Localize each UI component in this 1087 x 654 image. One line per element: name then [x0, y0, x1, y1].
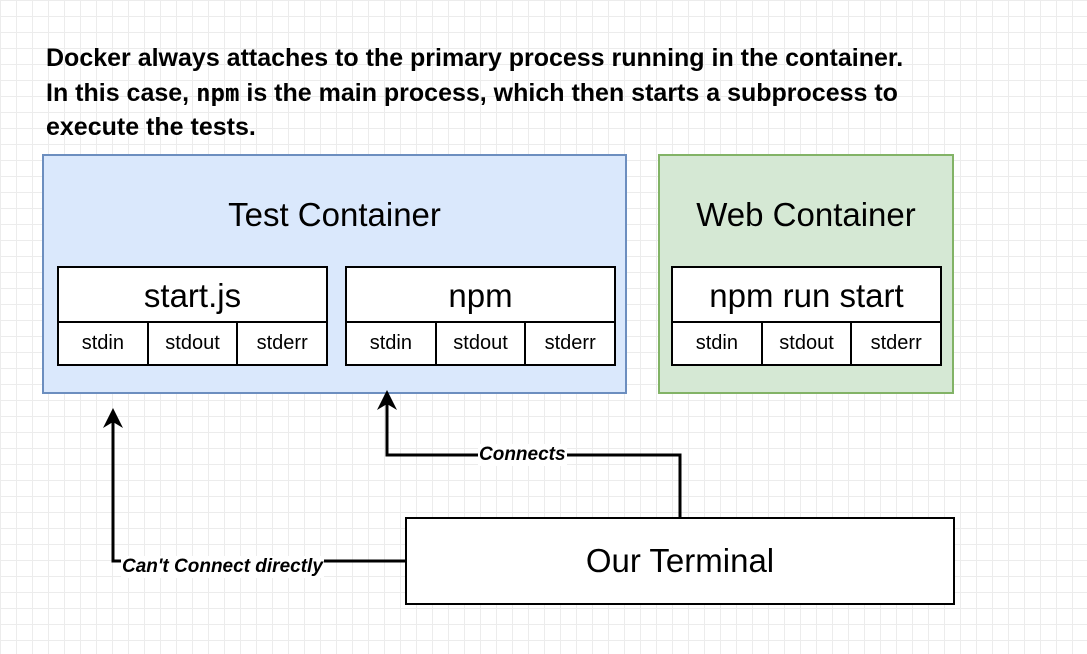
test-container-title: Test Container	[228, 196, 441, 233]
process-start-js[interactable]: start.js stdin stdout stderr	[57, 266, 328, 366]
caption-line-1: Docker always attaches to the primary pr…	[46, 44, 904, 72]
connects-arrowhead-icon	[377, 390, 397, 410]
stream-stdin[interactable]: stdin	[347, 323, 437, 364]
stream-stdout[interactable]: stdout	[763, 323, 853, 364]
caption-code-npm: npm	[196, 78, 240, 107]
our-terminal[interactable]: Our Terminal	[405, 517, 955, 605]
web-container-title: Web Container	[696, 196, 916, 233]
process-streams: stdin stdout stderr	[59, 323, 326, 364]
cant-connect-arrow	[111, 412, 405, 563]
process-npm[interactable]: npm stdin stdout stderr	[345, 266, 616, 366]
caption-line-2-end: is the main process, which then starts a…	[239, 78, 898, 107]
stream-stderr[interactable]: stderr	[870, 332, 922, 354]
stream-stdout[interactable]: stdout	[149, 323, 239, 364]
stream-stderr[interactable]: stderr	[544, 332, 596, 354]
web-container[interactable]: Web Container npm run start stdin stdout…	[658, 154, 954, 394]
stream-stderr[interactable]: stderr	[256, 332, 308, 354]
stream-stdout[interactable]: stdout	[437, 323, 527, 364]
cant-connect-arrowhead-icon	[103, 408, 123, 428]
stream-stdin[interactable]: stdin	[673, 323, 763, 364]
stream-stdin[interactable]: stdin	[59, 323, 149, 364]
connects-label: Connects	[478, 444, 567, 466]
process-streams: stdin stdout stderr	[347, 323, 614, 364]
test-container[interactable]: Test Container start.js stdin stdout std…	[42, 154, 627, 394]
diagram-caption: Docker always attaches to the primary pr…	[46, 41, 1066, 145]
process-streams: stdin stdout stderr	[673, 323, 940, 364]
process-name: start.js	[59, 268, 326, 323]
process-npm-run-start[interactable]: npm run start stdin stdout stderr	[671, 266, 942, 366]
cant-connect-label: Can't Connect directly	[121, 556, 324, 578]
process-name: npm run start	[673, 268, 940, 323]
process-name: npm	[347, 268, 614, 323]
caption-line-2-start: In this case,	[46, 78, 197, 107]
caption-line-3: execute the tests.	[46, 113, 256, 141]
